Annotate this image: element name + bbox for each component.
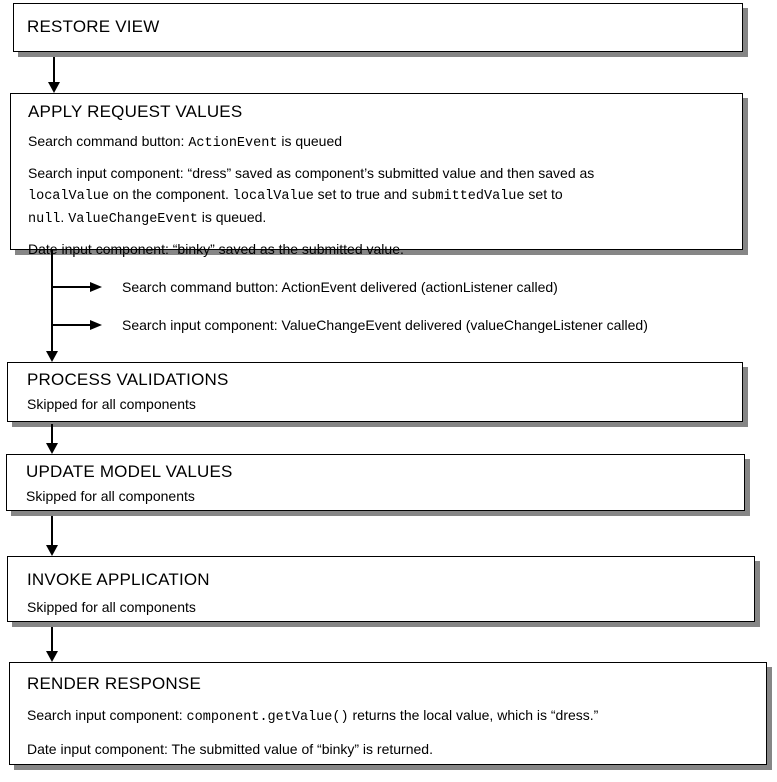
code-literal: localValue	[232, 189, 314, 204]
phase-text-line: Skipped for all components	[27, 597, 735, 618]
code-literal: ValueChangeEvent	[68, 212, 198, 227]
phase-title: RENDER RESPONSE	[27, 674, 201, 693]
phase-box-render-response: RENDER RESPONSE Search input component: …	[9, 662, 767, 765]
text-run: set to	[524, 186, 563, 202]
code-literal: submittedValue	[411, 189, 525, 204]
code-literal: ActionEvent	[188, 136, 278, 151]
text-run: Date input component: The submitted valu…	[27, 741, 433, 757]
arrowhead-down-icon	[46, 651, 58, 662]
phase-text-line: Date input component: The submitted valu…	[27, 739, 749, 760]
phase-body: Search command button: ActionEvent is qu…	[28, 131, 725, 260]
flow-arrow-line	[51, 250, 53, 351]
phase-text-line: Skipped for all components	[27, 394, 723, 415]
phase-title: APPLY REQUEST VALUES	[28, 102, 243, 121]
phase-title: UPDATE MODEL VALUES	[26, 462, 233, 481]
arrowhead-right-icon	[90, 320, 102, 330]
text-run: set to true and	[313, 186, 412, 202]
branch-event-label: Search input component: ValueChangeEvent…	[122, 317, 648, 333]
phase-text-line: Search command button: ActionEvent is qu…	[28, 131, 725, 154]
phase-text-line: Date input component: “binky” saved as t…	[28, 239, 725, 260]
arrowhead-down-icon	[46, 545, 58, 556]
phase-body: Skipped for all components	[26, 486, 725, 507]
text-run: Search input component:	[27, 707, 187, 723]
branch-event-label: Search command button: ActionEvent deliv…	[122, 279, 558, 295]
text-run: is queued	[277, 133, 343, 149]
text-run: is queued.	[197, 209, 267, 225]
flow-arrow-line	[51, 424, 53, 443]
phase-text-line: Search input component: component.getVal…	[27, 705, 749, 728]
arrowhead-right-icon	[90, 282, 102, 292]
phase-title: PROCESS VALIDATIONS	[27, 370, 229, 389]
phase-title: INVOKE APPLICATION	[27, 570, 210, 589]
event-branch-line	[52, 324, 90, 326]
flow-arrow-line	[53, 57, 55, 82]
text-run: Search input component: “dress” saved as…	[28, 165, 595, 181]
phase-text-line: Search input component: “dress” saved as…	[28, 163, 725, 230]
phase-body: Skipped for all components	[27, 394, 723, 415]
phase-text-line: Skipped for all components	[26, 486, 725, 507]
flow-arrow-line	[51, 516, 53, 545]
phase-title: RESTORE VIEW	[27, 17, 160, 36]
text-run: .	[60, 209, 69, 225]
phase-body: Skipped for all components	[27, 597, 735, 618]
phase-box-restore-view: RESTORE VIEW	[13, 3, 743, 52]
phase-box-invoke-application: INVOKE APPLICATION Skipped for all compo…	[7, 556, 755, 622]
phase-body: Search input component: component.getVal…	[27, 705, 749, 760]
code-literal: component.getValue()	[186, 710, 349, 725]
event-branch-line	[52, 286, 90, 288]
arrowhead-down-icon	[46, 351, 58, 362]
arrowhead-down-icon	[48, 82, 60, 93]
text-run: Date input component: “binky” saved as t…	[28, 241, 404, 257]
phase-box-process-validations: PROCESS VALIDATIONS Skipped for all comp…	[7, 362, 743, 422]
text-run: Skipped for all components	[26, 488, 195, 504]
text-run: Skipped for all components	[27, 396, 196, 412]
phase-box-update-model-values: UPDATE MODEL VALUES Skipped for all comp…	[6, 454, 745, 511]
text-run: Skipped for all components	[27, 599, 196, 615]
phase-box-apply-request-values: APPLY REQUEST VALUES Search command butt…	[10, 93, 743, 257]
code-literal: localValue	[28, 189, 110, 204]
text-run: returns the local value, which is “dress…	[348, 707, 599, 723]
flow-arrow-line	[51, 627, 53, 651]
text-run: Search command button:	[28, 133, 189, 149]
text-run: on the component.	[109, 186, 233, 202]
arrowhead-down-icon	[46, 443, 58, 454]
code-literal: null	[28, 212, 61, 227]
